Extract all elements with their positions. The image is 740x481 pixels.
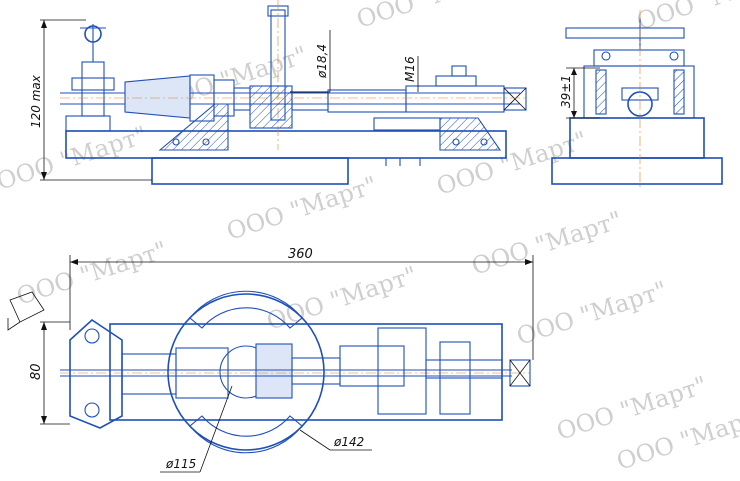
dim-thread: M16 (403, 56, 417, 82)
leader-diameter-142 (299, 429, 331, 451)
dim-front-height: 120 max (29, 74, 43, 128)
arrow (525, 259, 533, 265)
top-view: 360 80 (7, 247, 534, 473)
hub-extension (291, 91, 329, 111)
top-screw-sleeve (425, 359, 503, 379)
watermark-text: ООО "Март" (468, 206, 625, 281)
arrow (41, 322, 47, 330)
watermark-text: ООО "Март" (223, 171, 380, 246)
arrow (41, 172, 47, 180)
slide-body (405, 85, 505, 113)
bolt-hole (480, 138, 488, 146)
side-nut (669, 51, 679, 61)
dim-diameter-115: ø115 (165, 457, 196, 471)
dim-shaft-diameter: ø18,4 (315, 44, 329, 79)
left-screw-knob (84, 25, 102, 43)
side-base-plate (551, 157, 723, 185)
dim-width: 80 (29, 363, 44, 380)
square-drive (503, 87, 527, 111)
right-support-section (439, 117, 502, 151)
lower-slot (189, 415, 303, 454)
dim-diameter-142: ø142 (333, 435, 364, 449)
top-slide-frame (377, 327, 427, 415)
side-top-bar (593, 49, 685, 67)
bolt-hole (202, 138, 210, 146)
slide-clip (451, 65, 467, 77)
base-plate (151, 157, 349, 185)
main-body (65, 130, 507, 159)
upper-slot (189, 290, 303, 329)
top-collet (255, 343, 293, 399)
left-jaw-block (65, 115, 111, 132)
slide-rail (373, 117, 441, 131)
left-clamp-post (81, 61, 105, 117)
arrow (571, 111, 577, 118)
top-slide (339, 345, 405, 387)
top-square-drive (509, 359, 531, 387)
watermark-text: ООО "Март" (633, 0, 740, 36)
top-main-body (109, 323, 503, 421)
side-handle (565, 27, 685, 39)
rotary-disc (167, 293, 325, 451)
arrow (70, 259, 78, 265)
square-drive-cross (509, 359, 531, 387)
side-nut (601, 51, 611, 61)
bolt-hole (172, 138, 180, 146)
leader-diameter-115 (199, 385, 233, 473)
front-view: 120 max ø18,4 M16 (29, 0, 527, 185)
clamp-bolt (84, 328, 100, 344)
arrow (41, 20, 47, 28)
dim-side-height: 39±1 (559, 75, 573, 108)
left-clamp-nut (71, 77, 115, 91)
side-left-spring (595, 69, 607, 115)
clamp-bolt (84, 402, 100, 418)
ghost-handle-hook (7, 318, 21, 331)
watermark-text: ООО "Март" (353, 0, 510, 34)
top-shaft (291, 357, 341, 385)
side-view: 39±1 (551, 10, 723, 190)
bolt-hole (452, 138, 460, 146)
dim-overall-length: 360 (288, 247, 313, 262)
side-right-spring (673, 69, 685, 115)
arrow (571, 68, 577, 75)
slide-top-block (435, 75, 477, 87)
left-clamp-block (69, 318, 123, 429)
square-drive-cross (503, 87, 527, 111)
disc-hub-section (249, 85, 293, 129)
left-support-section (158, 103, 229, 151)
ghost-handle (9, 291, 45, 323)
chuck-cone (124, 75, 191, 119)
watermark-text: ООО "Март" (513, 276, 670, 351)
arrow (41, 416, 47, 424)
